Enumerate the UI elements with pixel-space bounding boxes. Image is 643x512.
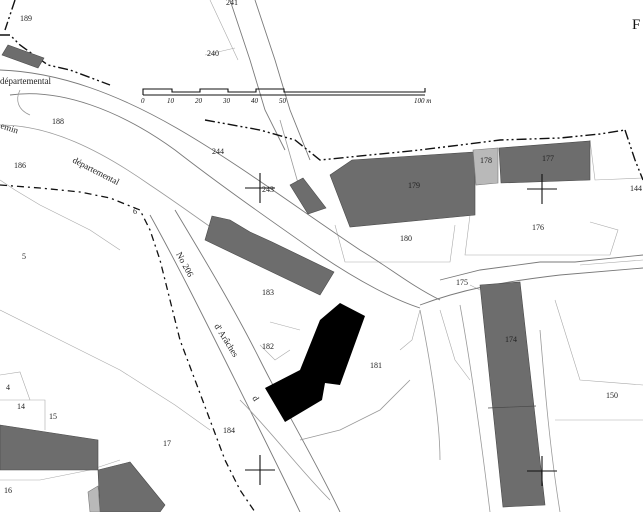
survey-cross-icon [245, 173, 275, 203]
parcel-label: 241 [226, 0, 238, 7]
building-top-left [1, 44, 45, 69]
survey-cross-icon [527, 456, 557, 486]
parcel-label: 178 [480, 156, 492, 165]
parcel-label: 180 [400, 234, 412, 243]
parcel-label: 182 [262, 342, 274, 351]
parcel-label: 176 [532, 223, 544, 232]
scale-tick-0: 0 [141, 97, 145, 105]
buildings [0, 44, 591, 512]
scale-tick-40: 40 [251, 97, 259, 105]
building-179 [329, 151, 476, 228]
parcel-label: 186 [14, 161, 26, 170]
parcel-label: 188 [52, 117, 64, 126]
parcel-label: 175 [456, 278, 468, 287]
building-178 [472, 147, 499, 186]
road-label-departemental-top: départemental [0, 76, 51, 86]
survey-cross-icon [245, 455, 275, 485]
parcel-label: 189 [20, 14, 32, 23]
scale-tick-30: 30 [222, 97, 231, 105]
parcel-label: 4 [6, 383, 10, 392]
building-177 [498, 140, 591, 184]
building-bottom-small [87, 485, 101, 512]
road-label-no206: No 206 [174, 250, 196, 279]
scale-bar: 0 10 20 30 40 50 100 m [141, 88, 431, 105]
parcel-label: 243 [262, 185, 274, 194]
parcel-label: 14 [17, 402, 25, 411]
survey-cross-icon [527, 174, 557, 204]
parcel-label: 150 [606, 391, 618, 400]
parcel-label: 144 [630, 184, 642, 193]
parcel-label: 5 [22, 252, 26, 261]
parcel-label: 179 [408, 181, 420, 190]
scale-tick-20: 20 [195, 97, 203, 105]
corner-letter: F [632, 17, 640, 33]
building-243 [289, 177, 327, 215]
parcel-label: 240 [207, 49, 219, 58]
parcel-label: 6 [133, 207, 137, 216]
parcel-label: 184 [223, 426, 235, 435]
building-bottom-mid [97, 461, 166, 512]
building-183 [204, 215, 335, 296]
scale-tick-100m: 100 m [414, 97, 431, 105]
parcel-label: 17 [163, 439, 171, 448]
parcel-labels: 189 241 240 188 244 243 186 178 177 179 … [4, 0, 642, 495]
road-label-d: d [250, 394, 261, 404]
survey-markers [245, 173, 557, 486]
building-bottom-left [0, 424, 99, 471]
road-label-departemental: départemental [71, 155, 121, 187]
parcel-label: 174 [505, 335, 517, 344]
road-label-arache: d' Arâches [212, 322, 241, 359]
plot-lines [0, 0, 643, 481]
building-new-black [265, 303, 365, 422]
parcel-label: 15 [49, 412, 57, 421]
scale-tick-50: 50 [279, 97, 287, 105]
parcel-label: 181 [370, 361, 382, 370]
building-174 [479, 281, 546, 508]
parcel-label: 177 [542, 154, 554, 163]
parcel-label: 183 [262, 288, 274, 297]
parcel-label: 16 [4, 486, 12, 495]
road-label-chemin: emin [0, 120, 20, 135]
scale-tick-10: 10 [167, 97, 175, 105]
parcel-label: 244 [212, 147, 224, 156]
